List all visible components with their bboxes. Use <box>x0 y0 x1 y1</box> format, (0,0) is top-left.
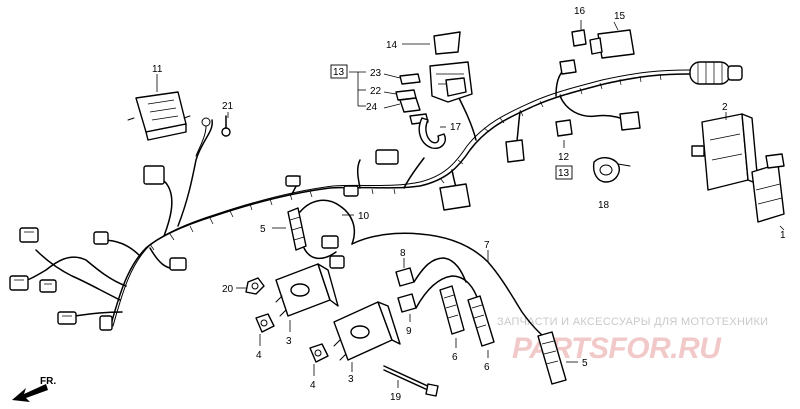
callout-20: 20 <box>222 284 234 295</box>
plug-lead-lower <box>303 247 337 260</box>
part-7-high-tension-lead <box>351 232 549 341</box>
part-11-control-unit <box>127 74 191 141</box>
callout-19: 19 <box>390 392 402 403</box>
callout-8: 8 <box>400 248 406 259</box>
part-8-connector <box>395 258 415 287</box>
relay-clips <box>395 73 429 125</box>
callout-10: 10 <box>358 211 370 222</box>
part-17-band-clamp <box>418 117 446 149</box>
part-2-cdi-unit <box>691 112 759 191</box>
part-15-relay <box>589 21 635 59</box>
callout-6-right: 6 <box>484 362 490 373</box>
part-18-grommet <box>592 157 631 183</box>
part-14-cover <box>402 31 461 55</box>
part-6-plug-cap-right <box>467 295 495 358</box>
fuse-box <box>429 61 473 103</box>
callout-14: 14 <box>386 40 398 51</box>
callout-17: 17 <box>450 122 462 133</box>
front-direction-label: FR. <box>40 376 56 387</box>
coil-connectors <box>321 235 345 269</box>
callout-18: 18 <box>598 200 610 211</box>
callout-5-right: 5 <box>582 358 588 369</box>
callout-13-right: 13 <box>558 168 570 179</box>
callout-21: 21 <box>222 101 234 112</box>
callout-1: 1 <box>780 230 786 241</box>
part-16-clip <box>571 20 587 47</box>
part-9-connector <box>397 293 417 322</box>
right-harness-connector <box>619 111 641 131</box>
callout-2: 2 <box>722 102 728 113</box>
callout-13-top: 13 <box>333 67 345 78</box>
part-3-ignition-coil-right <box>333 301 401 372</box>
callout-22: 22 <box>370 86 382 97</box>
main-wire-harness <box>13 67 691 329</box>
part-4-grommet-left <box>255 313 275 346</box>
bracket-near-16 <box>559 59 577 75</box>
part-3-ignition-coil-left <box>275 263 339 332</box>
part-12-clip <box>555 119 573 148</box>
callout-23: 23 <box>370 68 382 79</box>
callout-4-left: 4 <box>256 350 262 361</box>
left-connectors <box>9 165 187 331</box>
callout-6-left: 6 <box>452 352 458 363</box>
watermark-caption: ЗАПЧАСТИ И АКСЕССУАРЫ ДЛЯ МОТОТЕХНИКИ <box>497 316 768 328</box>
callout-3-right: 3 <box>348 374 354 385</box>
callout-16: 16 <box>574 6 586 17</box>
callout-4-right: 4 <box>310 380 316 391</box>
callout-5-left: 5 <box>260 224 266 235</box>
part-1-regulator <box>751 153 785 231</box>
callout-3-left: 3 <box>286 336 292 347</box>
part-6-plug-cap-left <box>439 285 465 348</box>
callout-9: 9 <box>406 326 412 337</box>
ground-terminal <box>195 117 211 157</box>
part-5-plug-cap-right <box>537 331 578 385</box>
part-19-long-bolt <box>383 365 439 397</box>
callout-11: 11 <box>152 64 163 75</box>
part-4-grommet-right <box>309 343 329 376</box>
callout-12: 12 <box>558 152 570 163</box>
part-21-bolt <box>221 112 231 137</box>
part-5-plug-cap-left <box>272 207 307 251</box>
callout-24: 24 <box>366 102 378 113</box>
harness-mid-connectors <box>285 139 525 211</box>
part-20-nut <box>236 277 265 295</box>
front-direction-arrow-icon: FR. <box>12 376 56 402</box>
plug-lead-upper <box>299 199 356 245</box>
harness-end-cap <box>689 61 743 85</box>
callout-7: 7 <box>484 240 490 251</box>
callout-15: 15 <box>614 11 626 22</box>
